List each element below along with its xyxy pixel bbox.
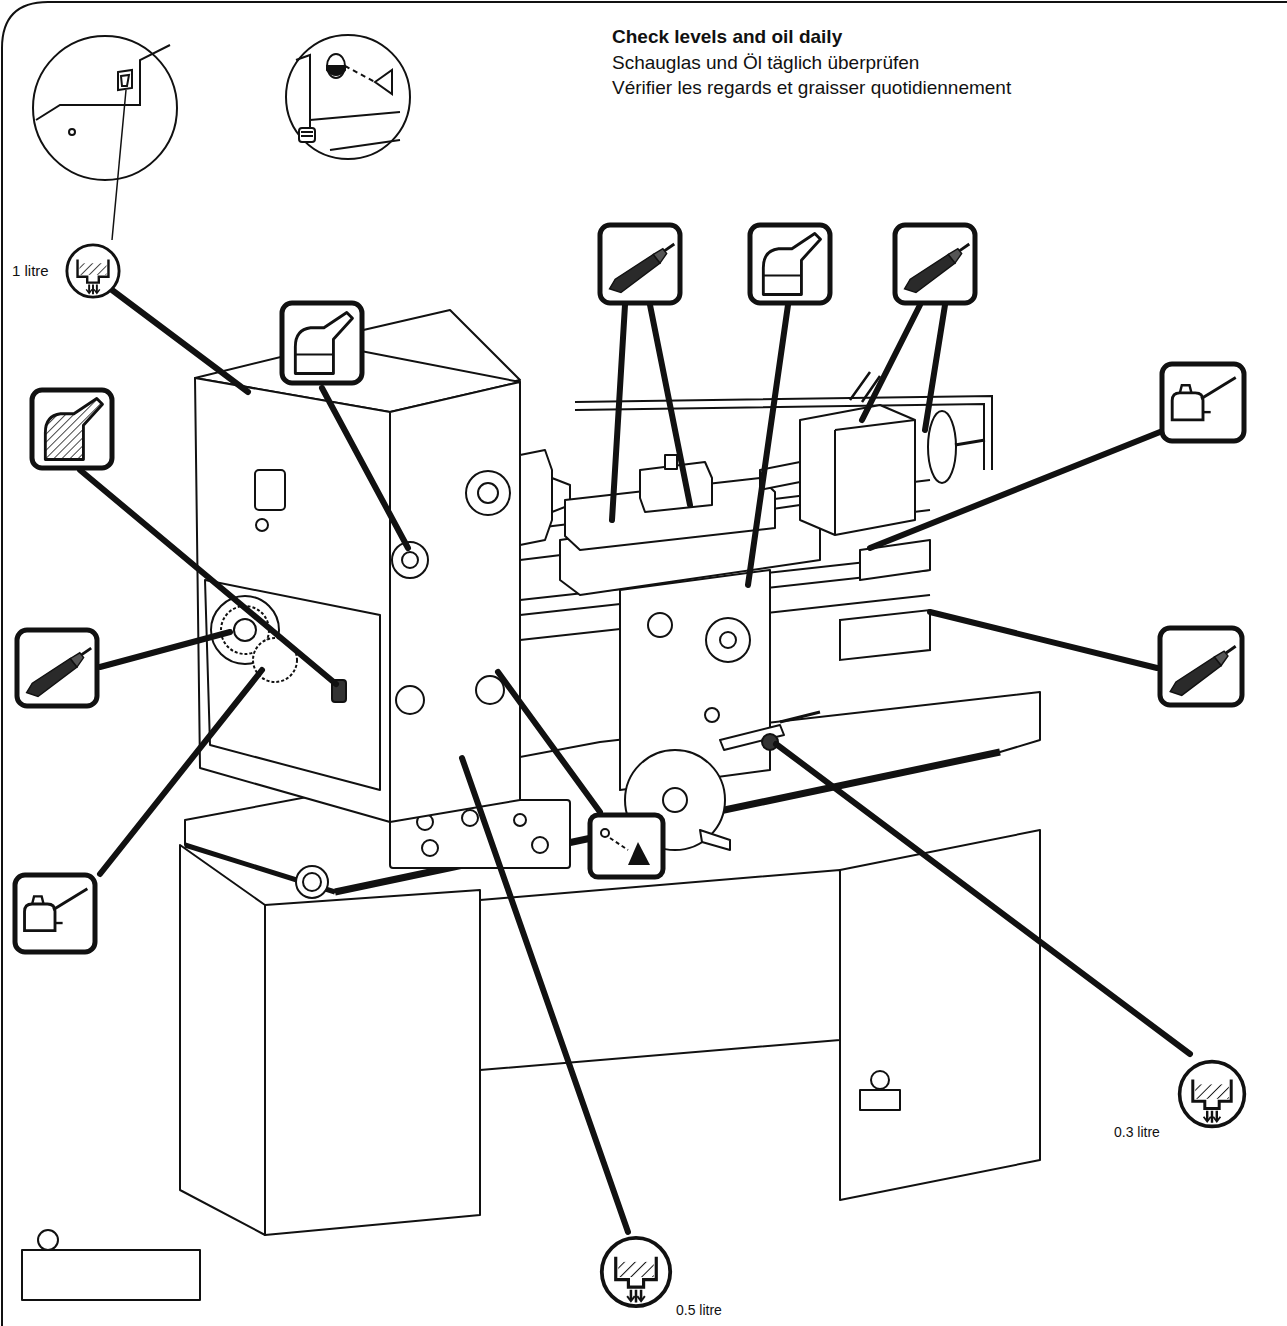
title-heading: Check levels and oil daily bbox=[612, 26, 842, 48]
note-text: Vérifier les regards et graisser quotidi… bbox=[612, 77, 1011, 99]
capacity-label: 1 litre bbox=[12, 262, 49, 279]
capacity-label: 0.3 litre bbox=[1114, 1124, 1160, 1140]
capacity-label: 0.5 litre bbox=[676, 1302, 722, 1318]
note-text: Schauglas und Öl täglich überprüfen bbox=[612, 52, 919, 74]
